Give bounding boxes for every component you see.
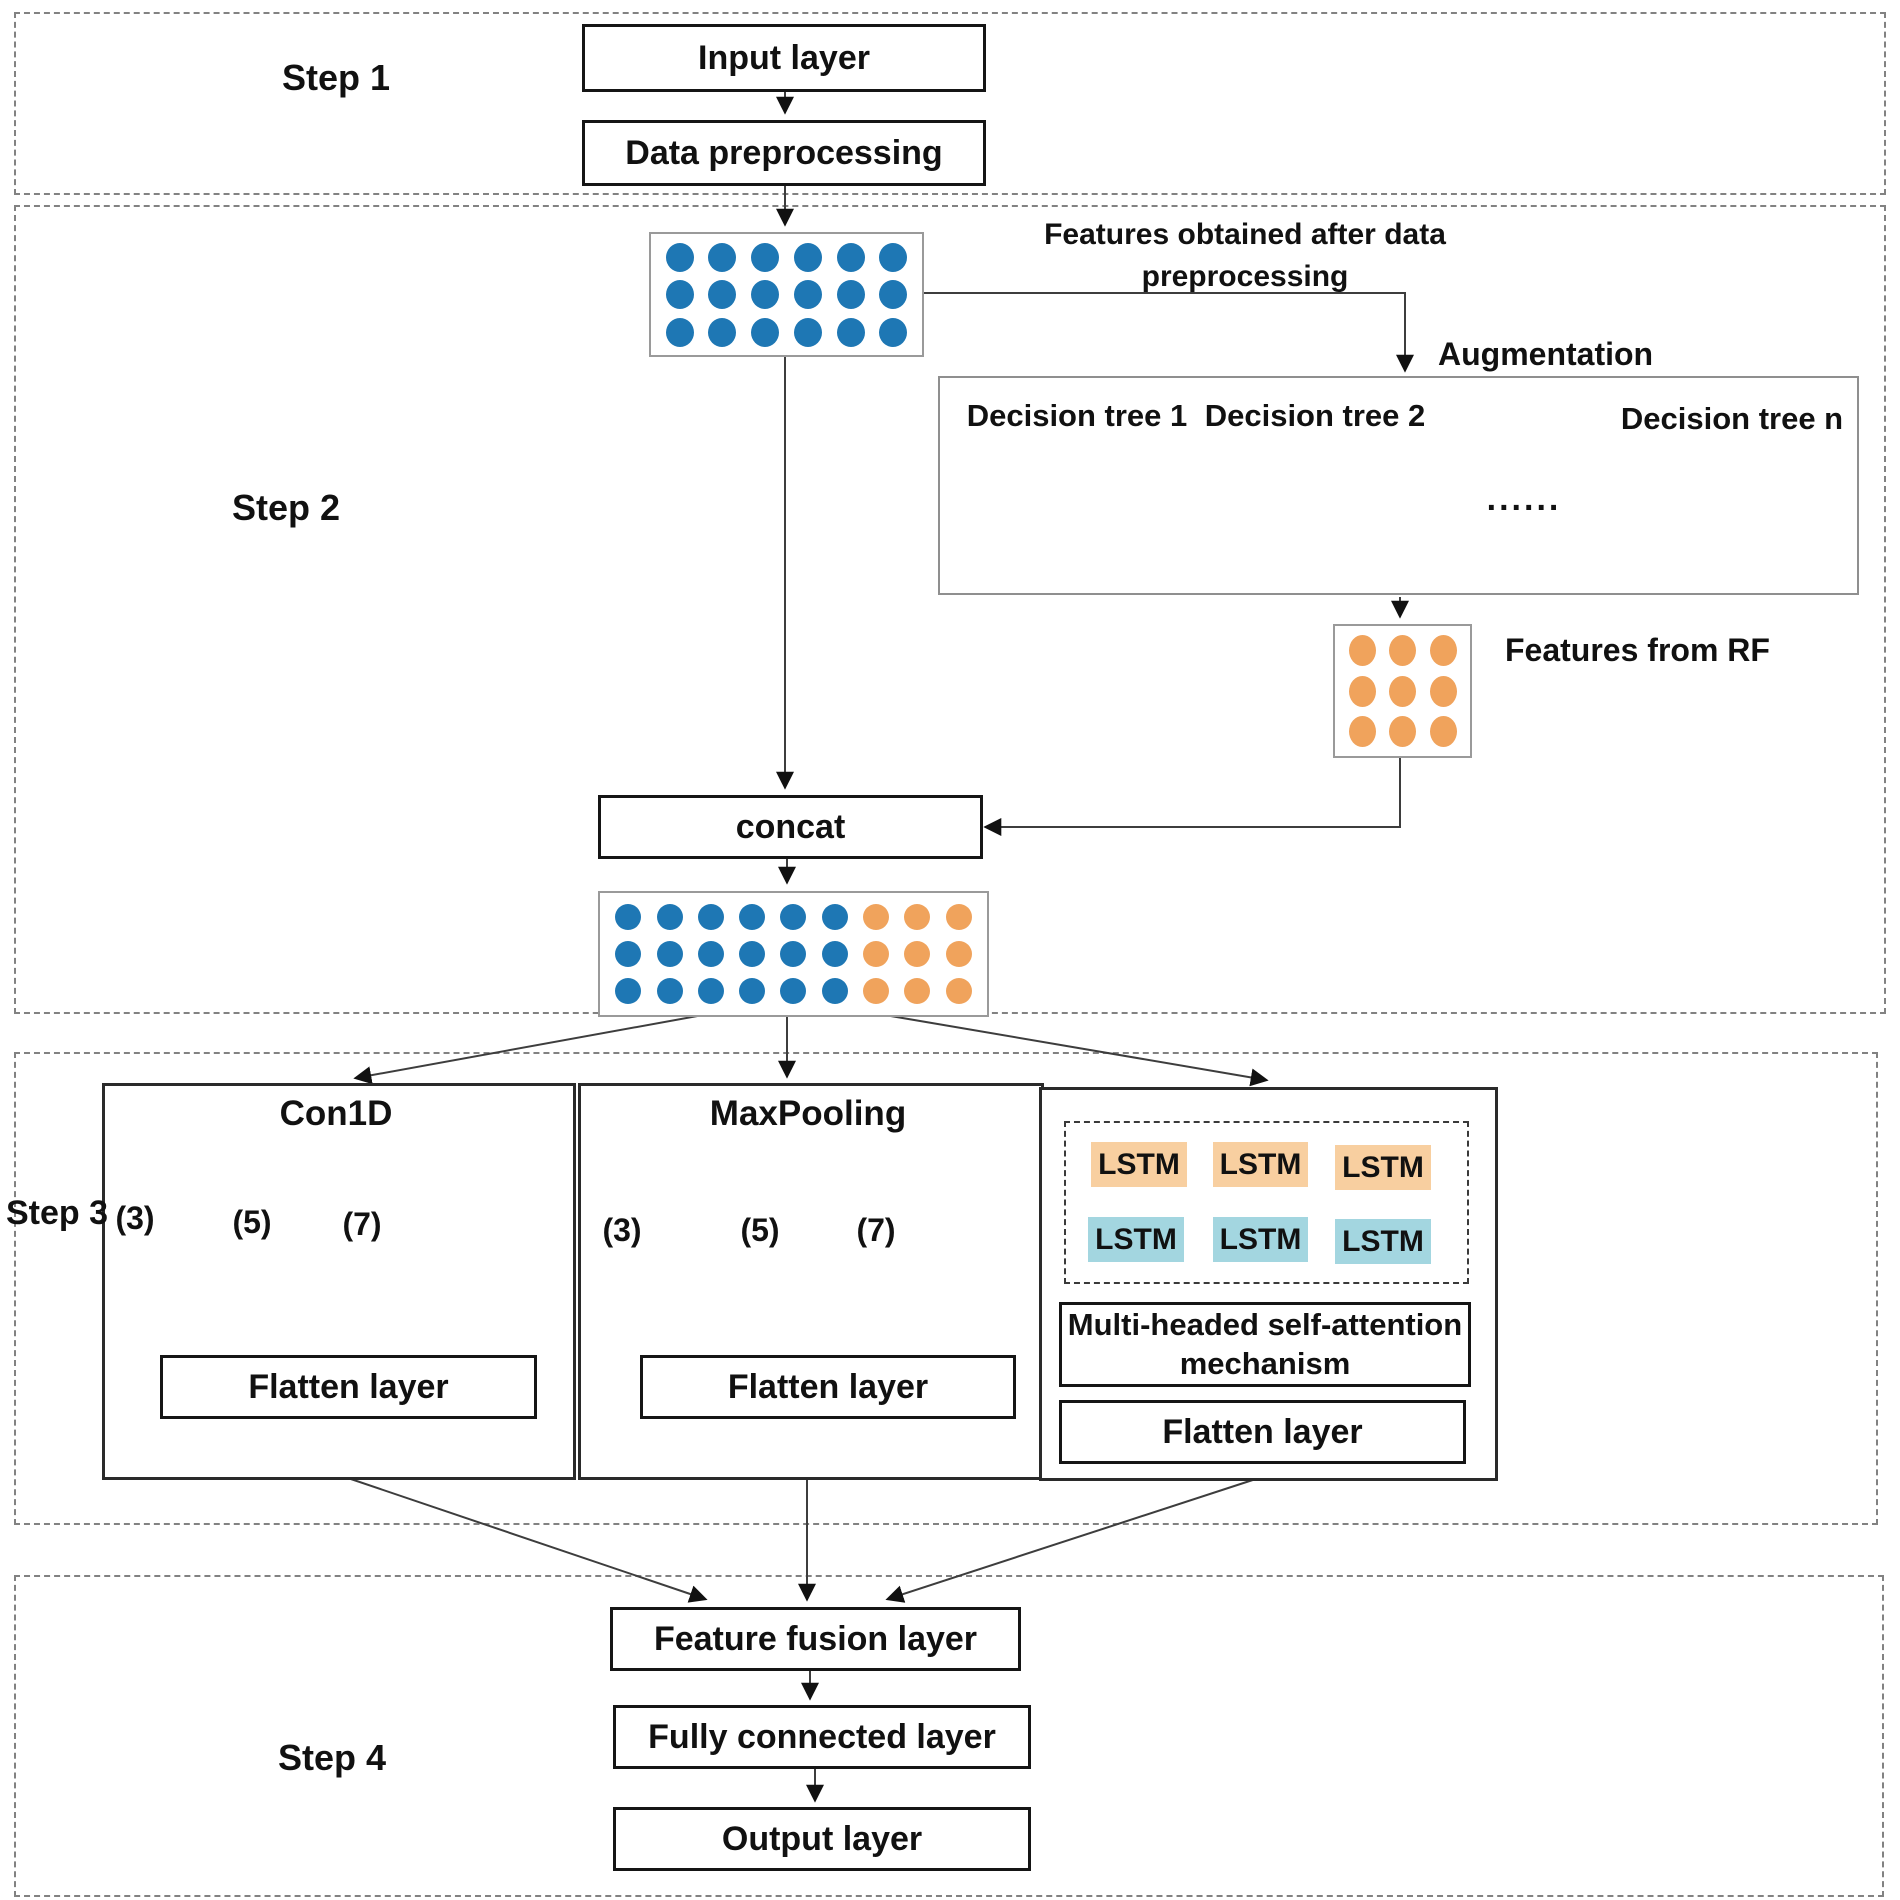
feature-dot bbox=[656, 941, 683, 967]
feature-dot bbox=[656, 978, 683, 1004]
lstm-forward-cell-1: LSTM bbox=[1088, 1217, 1184, 1262]
step1-label: Step 1 bbox=[282, 57, 391, 98]
concatenated-features-grid bbox=[598, 891, 989, 1017]
trees-ellipsis: ...... bbox=[1486, 480, 1562, 518]
feature-dot bbox=[615, 941, 642, 967]
lstm-forward-cell-2: LSTM bbox=[1213, 1217, 1308, 1262]
feature-dot bbox=[793, 280, 822, 309]
feature-dot bbox=[1348, 635, 1376, 667]
feature-dot bbox=[863, 941, 890, 967]
feature-dot bbox=[739, 941, 766, 967]
feature-dot bbox=[1348, 715, 1376, 747]
feature-dot bbox=[879, 317, 908, 347]
feature-dot bbox=[945, 978, 972, 1004]
feature-dot bbox=[780, 904, 807, 930]
feature-dot bbox=[780, 978, 807, 1004]
conv-kernel-7-label: (7) bbox=[342, 1206, 382, 1242]
concat-box: concat bbox=[598, 795, 983, 859]
feature-dot bbox=[1429, 635, 1457, 667]
lstm-forward-cell-3: LSTM bbox=[1335, 1219, 1431, 1264]
preprocessed-features-caption: Features obtained after data preprocessi… bbox=[1044, 218, 1446, 293]
feature-dot bbox=[904, 941, 931, 967]
feature-dot bbox=[708, 317, 737, 347]
feature-dot bbox=[879, 242, 908, 272]
feature-dot bbox=[863, 978, 890, 1004]
self-attention-box: Multi-headed self-attention mechanism bbox=[1059, 1302, 1471, 1387]
rf-features-label: Features from RF bbox=[1505, 632, 1770, 668]
feature-dot bbox=[697, 904, 724, 930]
feature-dot bbox=[836, 242, 865, 272]
lstm-backward-cell-2: LSTM bbox=[1213, 1142, 1308, 1187]
pool-kernel-5-label: (5) bbox=[740, 1212, 780, 1248]
decision-tree-n-label: Decision tree n bbox=[1620, 401, 1844, 436]
feature-dot bbox=[751, 242, 780, 272]
feature-dot bbox=[1429, 715, 1457, 747]
feature-dot bbox=[697, 941, 724, 967]
feature-dot bbox=[751, 317, 780, 347]
input-layer-box: Input layer bbox=[582, 24, 986, 92]
conv-panel-title: Con1D bbox=[279, 1094, 393, 1133]
feature-dot bbox=[945, 941, 972, 967]
fully-connected-box: Fully connected layer bbox=[613, 1705, 1031, 1769]
lstm-backward-cell-1: LSTM bbox=[1091, 1142, 1187, 1187]
random-forest-panel bbox=[938, 376, 1859, 595]
feature-dot bbox=[879, 280, 908, 309]
preprocessed-features-grid bbox=[649, 232, 924, 357]
data-preprocessing-box: Data preprocessing bbox=[582, 120, 986, 186]
feature-dot bbox=[945, 904, 972, 930]
feature-dot bbox=[615, 978, 642, 1004]
feature-dot bbox=[708, 280, 737, 309]
feature-dot bbox=[739, 978, 766, 1004]
rf-features-grid bbox=[1333, 624, 1472, 758]
decision-tree-1-label: Decision tree 1 bbox=[966, 398, 1188, 433]
conv-panel bbox=[102, 1083, 576, 1480]
feature-dot bbox=[780, 941, 807, 967]
feature-dot bbox=[739, 904, 766, 930]
feature-dot bbox=[863, 904, 890, 930]
conv-kernel-5-label: (5) bbox=[232, 1204, 272, 1240]
pool-panel bbox=[578, 1083, 1044, 1480]
lstm-flatten-box: Flatten layer bbox=[1059, 1400, 1466, 1464]
pool-panel-title: MaxPooling bbox=[709, 1094, 907, 1133]
step3-label: Step 3 bbox=[6, 1194, 109, 1232]
step4-label: Step 4 bbox=[278, 1737, 387, 1778]
feature-dot bbox=[793, 317, 822, 347]
feature-dot bbox=[697, 978, 724, 1004]
feature-dot bbox=[1389, 675, 1416, 707]
step2-label: Step 2 bbox=[232, 487, 341, 528]
feature-dot bbox=[1348, 675, 1376, 707]
lstm-backward-cell-3: LSTM bbox=[1335, 1145, 1431, 1190]
feature-dot bbox=[904, 978, 931, 1004]
feature-dot bbox=[1429, 675, 1457, 707]
feature-dot bbox=[656, 904, 683, 930]
feature-dot bbox=[821, 941, 848, 967]
output-layer-box: Output layer bbox=[613, 1807, 1031, 1871]
feature-dot bbox=[1389, 635, 1416, 667]
step4-container bbox=[14, 1575, 1884, 1897]
feature-dot bbox=[821, 978, 848, 1004]
pool-kernel-7-label: (7) bbox=[856, 1212, 896, 1248]
step1-container bbox=[14, 12, 1886, 195]
feature-dot bbox=[615, 904, 642, 930]
feature-dot bbox=[751, 280, 780, 309]
feature-dot bbox=[793, 242, 822, 272]
conv-flatten-box: Flatten layer bbox=[160, 1355, 537, 1419]
step3-container bbox=[14, 1052, 1878, 1525]
feature-dot bbox=[665, 242, 694, 272]
feature-dot bbox=[836, 317, 865, 347]
feature-dot bbox=[821, 904, 848, 930]
feature-dot bbox=[836, 280, 865, 309]
feature-dot bbox=[1389, 715, 1416, 747]
augmentation-label: Augmentation bbox=[1438, 336, 1654, 372]
feature-dot bbox=[904, 904, 931, 930]
feature-dot bbox=[708, 242, 737, 272]
pool-kernel-3-label: (3) bbox=[602, 1212, 642, 1248]
decision-tree-2-label: Decision tree 2 bbox=[1204, 398, 1426, 433]
pool-flatten-box: Flatten layer bbox=[640, 1355, 1016, 1419]
conv-kernel-3-label: (3) bbox=[115, 1200, 155, 1236]
feature-fusion-box: Feature fusion layer bbox=[610, 1607, 1021, 1671]
feature-dot bbox=[665, 280, 694, 309]
feature-dot bbox=[665, 317, 694, 347]
